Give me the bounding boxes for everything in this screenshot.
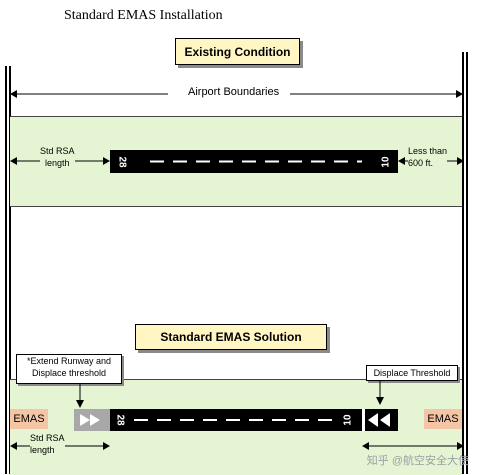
extend-runway-line2: Displace threshold [31, 368, 107, 378]
existing-std-rsa-line1: Std RSA [40, 146, 75, 156]
right-boundary-line [462, 52, 464, 474]
existing-runway: 28 10 [110, 150, 398, 173]
solution-right-rsa-arrow [362, 442, 464, 450]
left-boundary-line-inner [9, 66, 11, 474]
extended-runway-chevrons [80, 414, 100, 426]
displaced-threshold-bar [362, 409, 365, 431]
emas-left-bed: EMAS [10, 409, 48, 429]
airport-boundaries-label: Airport Boundaries [188, 86, 280, 98]
left-boundary-line [5, 66, 7, 474]
solution-std-rsa-line2: length [30, 445, 55, 455]
existing-runway-centerline [150, 160, 362, 163]
existing-std-rsa-line2: length [44, 158, 70, 168]
page-heading: Standard EMAS Installation [64, 8, 223, 23]
watermark-text: 知乎 @航空安全大使 [366, 455, 469, 467]
existing-runway-number-10: 10 [380, 155, 392, 168]
extend-runway-callout: *Extend Runway and Displace threshold [16, 354, 122, 384]
solution-runway: 28 10 [110, 409, 398, 431]
existing-std-rsa-label: Std RSA length [40, 145, 75, 169]
solution-std-rsa-label: Std RSA length [30, 432, 65, 456]
solution-runway-number-28: 28 [114, 414, 126, 426]
existing-less-than-label: Less than 600 ft. [408, 145, 448, 169]
airport-boundaries-arrow [10, 90, 463, 98]
solution-std-rsa-line1: Std RSA [30, 433, 65, 443]
solution-runway-number-10: 10 [342, 414, 354, 426]
extend-runway-line1: *Extend Runway and [26, 356, 112, 366]
extended-runway-section [74, 409, 110, 431]
solution-runway-centerline [134, 413, 390, 427]
displace-threshold-callout: Displace Threshold [366, 365, 458, 381]
existing-less-than-line1: Less than [408, 146, 448, 156]
right-boundary-line-inner [466, 52, 468, 474]
emas-right-bed: EMAS [424, 409, 462, 429]
existing-runway-number-28: 28 [116, 155, 128, 168]
existing-less-than-line2: 600 ft. [408, 158, 434, 168]
existing-condition-title: Existing Condition [175, 38, 300, 65]
extend-runway-pointer [76, 383, 84, 408]
displace-threshold-pointer [376, 380, 384, 405]
emas-solution-title: Standard EMAS Solution [135, 324, 327, 350]
